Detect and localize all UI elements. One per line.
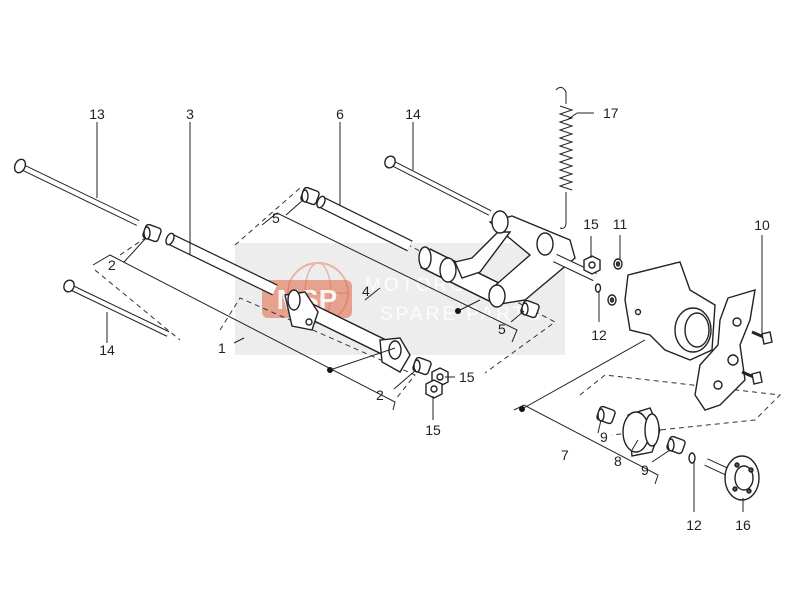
callout-9-right: 9 [641, 462, 649, 478]
part-1-swingarm-pipe [284, 289, 411, 373]
callout-15-low: 15 [425, 422, 441, 438]
callout-2-lower: 2 [376, 387, 384, 403]
callout-9-left: 9 [600, 429, 608, 445]
part-8-roller [622, 407, 661, 457]
leader-lines [96, 112, 763, 512]
part-6-rod [316, 195, 413, 252]
bushing-5-top [300, 186, 320, 206]
callout-7: 7 [561, 447, 569, 463]
callout-17: 17 [603, 105, 619, 121]
callout-14-left: 14 [99, 342, 115, 358]
part-12-washer-lower [688, 452, 696, 464]
part-14-bolt-left [63, 279, 170, 337]
callout-8: 8 [614, 453, 622, 469]
watermark-line2: SPARE PARTS [380, 304, 543, 325]
group-brackets [92, 212, 659, 485]
callout-1: 1 [218, 340, 226, 356]
callout-14-top: 14 [405, 106, 421, 122]
part-15-nut-top [583, 255, 601, 275]
callout-12-low: 12 [686, 517, 702, 533]
callout-6: 6 [336, 106, 344, 122]
callout-5-top: 5 [272, 210, 280, 226]
callout-5-mid: 5 [498, 321, 506, 337]
part-4-swingarm-assembly [418, 210, 597, 308]
callout-15-top: 15 [583, 216, 599, 232]
callout-2-left: 2 [108, 257, 116, 273]
callout-4: 4 [362, 283, 370, 299]
part-9-bushing-right [666, 435, 686, 455]
engine-bracket-housing [624, 261, 716, 361]
part-16-hub-flange [704, 455, 760, 501]
part-14-bolt-top [384, 155, 492, 216]
part-15-nut-low [425, 379, 443, 399]
part-17-spring [555, 86, 574, 229]
part-13-long-bolt [13, 158, 140, 226]
part-9-bushing-left [596, 405, 616, 425]
callout-11: 11 [613, 216, 628, 232]
callout-13: 13 [89, 106, 105, 122]
bushing-2-left [142, 223, 162, 243]
part-3-rod [165, 232, 278, 296]
part-10-mounting-plate [694, 289, 773, 411]
part-11-washer [613, 258, 623, 270]
callout-10: 10 [754, 217, 770, 233]
callout-labels: 13 3 6 14 17 2 5 4 1 14 5 2 15 15 15 11 … [89, 105, 770, 533]
part-12-washer [594, 283, 617, 306]
callout-16: 16 [735, 517, 751, 533]
callout-15-mid: 15 [459, 369, 475, 385]
callout-12-top: 12 [591, 327, 607, 343]
bushing-2-lower [412, 356, 432, 376]
callout-3: 3 [186, 106, 194, 122]
